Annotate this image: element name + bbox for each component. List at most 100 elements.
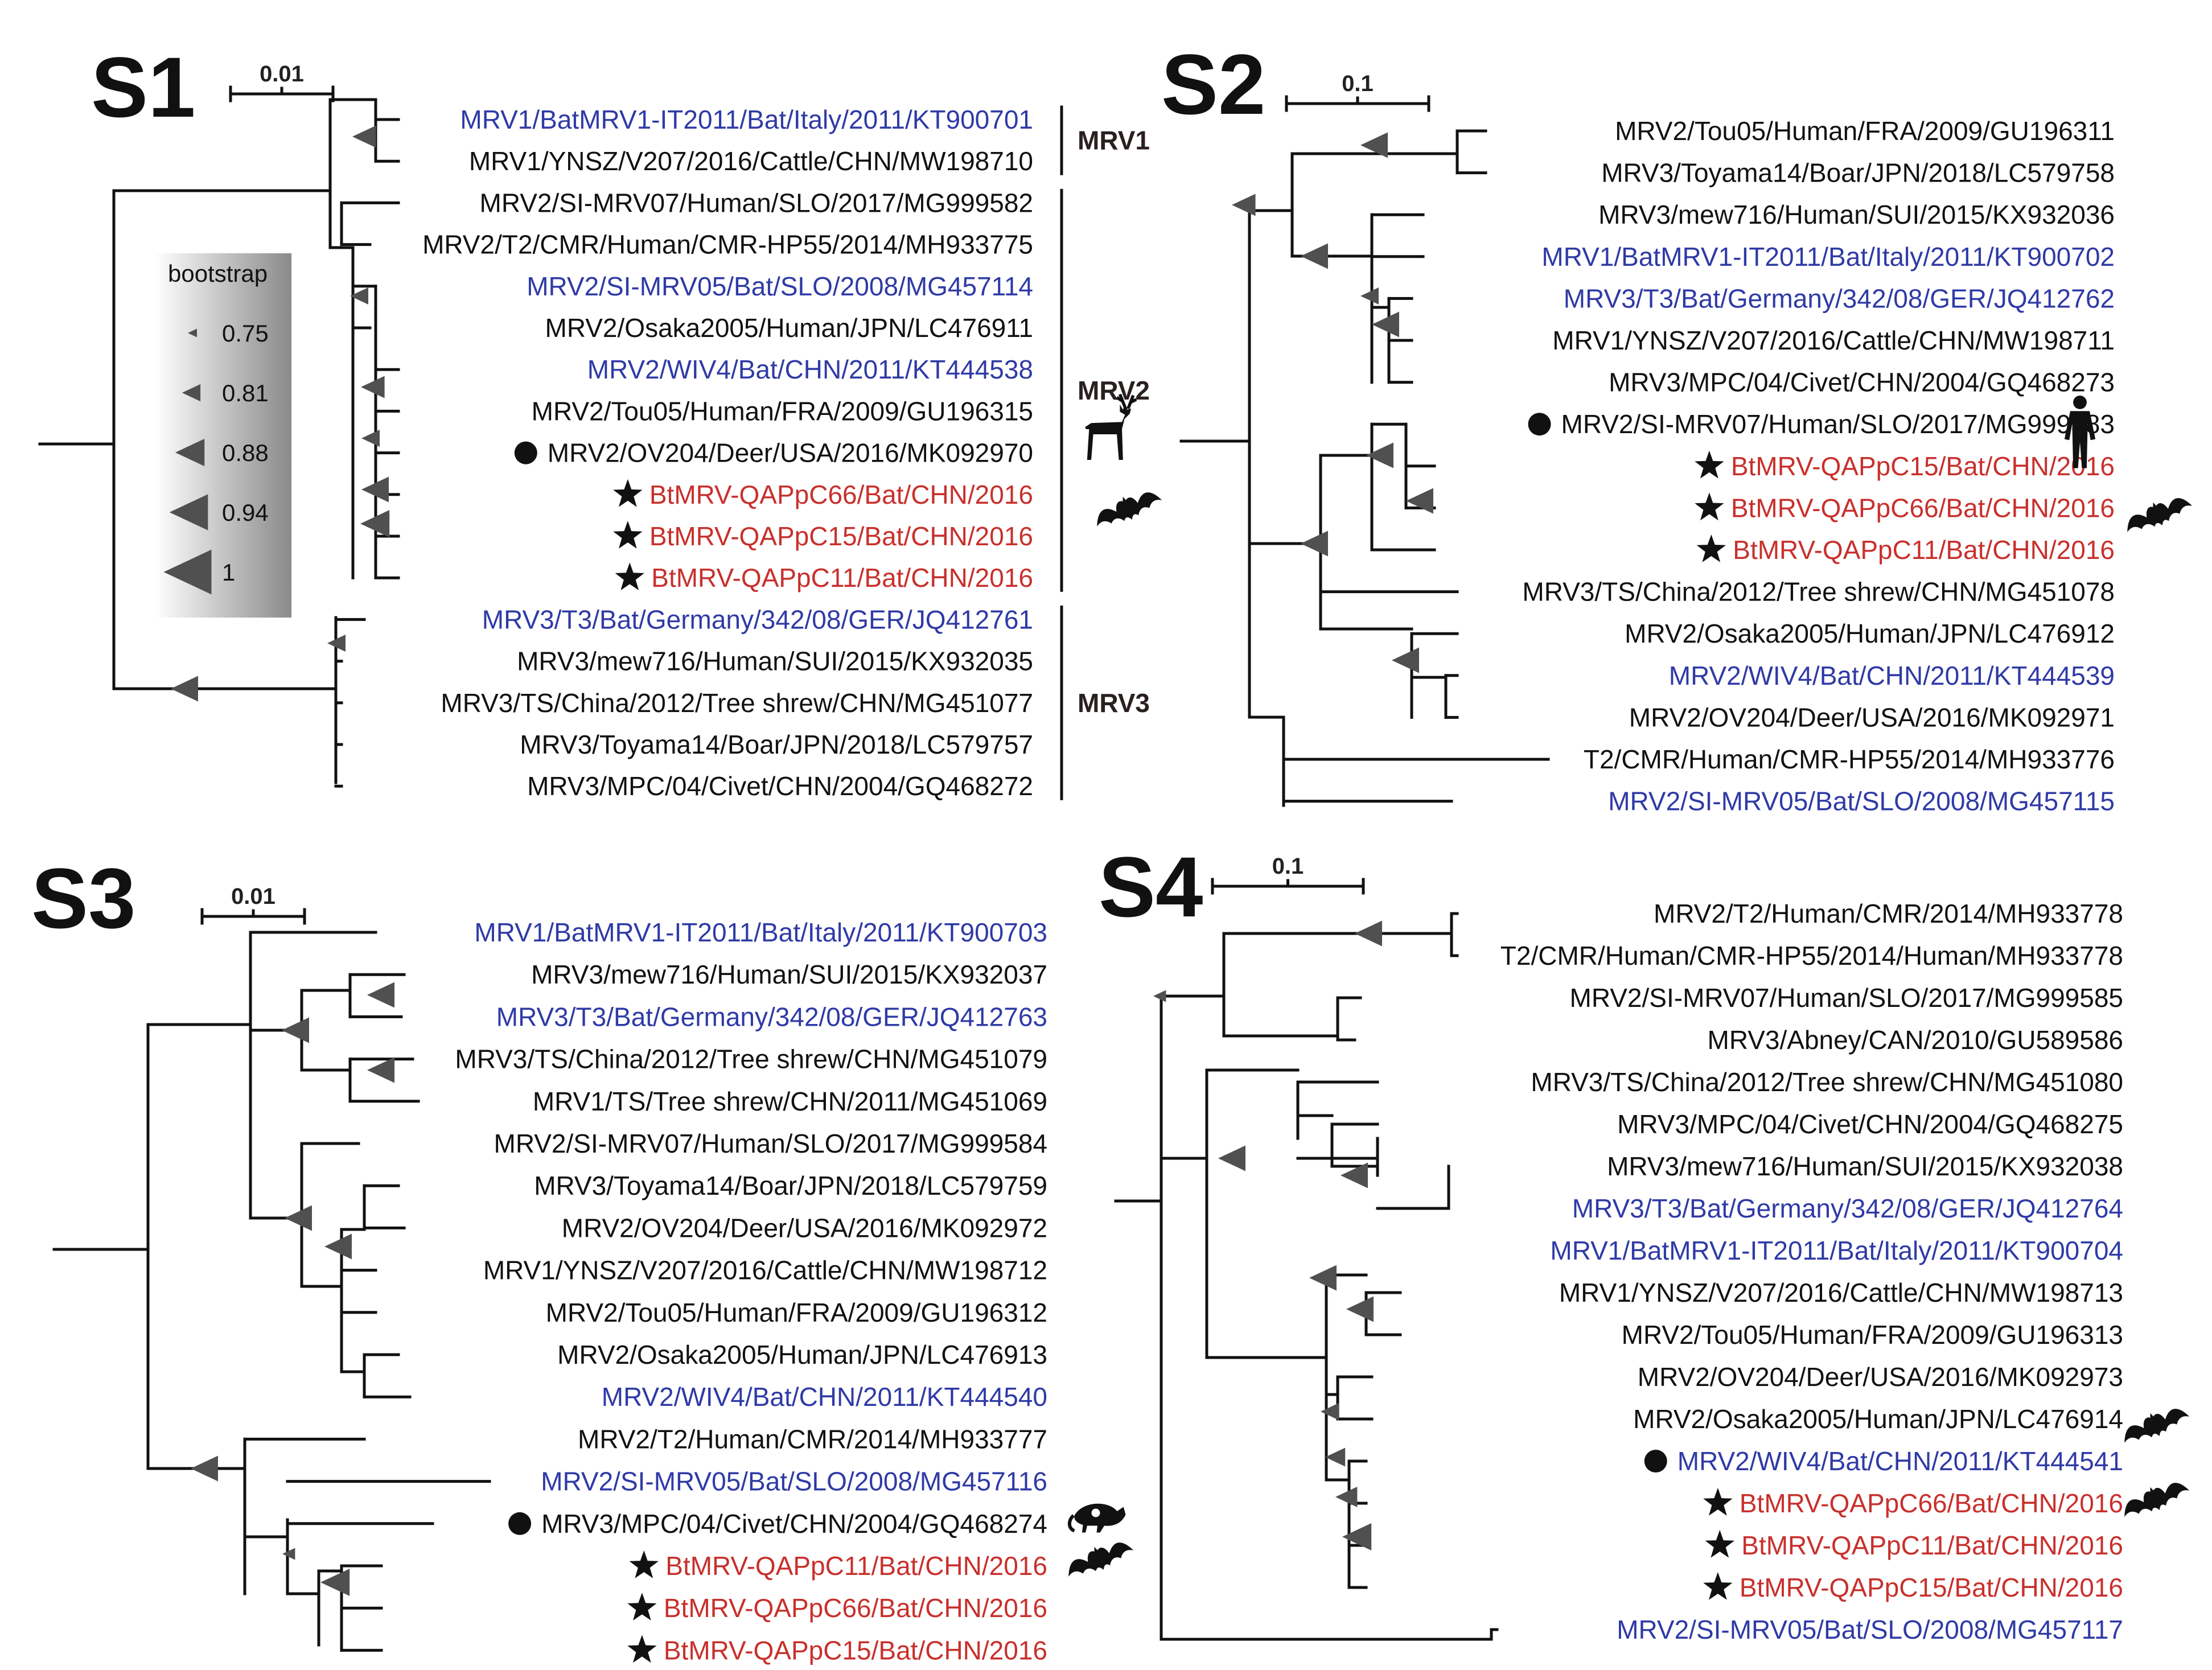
taxon-label: MRV2/T2/Human/CMR/2014/MH933778 [1654, 899, 2123, 928]
bootstrap-node-marker [1321, 1403, 1339, 1420]
bootstrap-node-marker [1360, 287, 1379, 305]
legend-entry-label: 1 [222, 559, 235, 586]
civet-tail [1067, 1514, 1075, 1533]
taxon-label: MRV2/OV204/Deer/USA/2016/MK092970 [548, 438, 1033, 468]
taxon-label: MRV3/MPC/04/Civet/CHN/2004/GQ468272 [527, 771, 1033, 801]
taxon-label: MRV3/TS/China/2012/Tree shrew/CHN/MG4510… [1531, 1067, 2123, 1097]
bootstrap-node-marker [1342, 1523, 1372, 1550]
bootstrap-node-marker [1218, 1145, 1245, 1171]
bootstrap-node-marker [1301, 243, 1328, 269]
taxon-label: MRV2/Osaka2005/Human/JPN/LC476911 [545, 313, 1033, 343]
panel-s3: S3 0.01MRV1/BatMRV1-IT2011/Bat/Italy/2011… [31, 850, 1134, 1665]
bootstrap-node-marker [361, 376, 385, 398]
human-head [2073, 396, 2087, 409]
taxon-label: MRV3/Toyama14/Boar/JPN/2018/LC579759 [534, 1171, 1047, 1200]
taxon-label: MRV2/Osaka2005/Human/JPN/LC476912 [1625, 619, 2115, 648]
taxon-label: MRV2/Osaka2005/Human/JPN/LC476913 [557, 1340, 1047, 1369]
taxon-label: MRV2/T2/CMR/Human/CMR-HP55/2014/MH933775 [422, 230, 1033, 260]
taxon-label: MRV2/SI-MRV07/Human/SLO/2017/MG999583 [1561, 409, 2115, 439]
panel-s2: S2 0.1MRV2/Tou05/Human/FRA/2009/GU196311M… [1161, 36, 2193, 816]
legend-entry-label: 0.75 [222, 320, 269, 347]
scale-bar-label: 0.1 [1342, 71, 1374, 96]
bootstrap-node-marker [175, 438, 205, 467]
deer-antlers [1116, 393, 1137, 410]
star-marker [615, 562, 644, 590]
taxon-label: MRV2/Tou05/Human/FRA/2009/GU196311 [1615, 116, 2115, 146]
clade-label: MRV3 [1078, 688, 1150, 718]
taxon-label: MRV1/YNSZ/V207/2016/Cattle/CHN/MW198713 [1559, 1278, 2123, 1307]
star-marker [1695, 492, 1724, 521]
taxon-label: MRV3/Abney/CAN/2010/GU589586 [1708, 1025, 2123, 1055]
bat-shape [2124, 1483, 2190, 1517]
bootstrap-node-marker [361, 476, 389, 503]
taxon-label: BtMRV-QAPpC15/Bat/CHN/2016 [1740, 1573, 2123, 1602]
bootstrap-node-marker [352, 125, 376, 148]
taxon-label: T2/CMR/Human/CMR-HP55/2014/MH933776 [1584, 744, 2115, 774]
taxon-label: MRV3/mew716/Human/SUI/2015/KX932036 [1598, 200, 2115, 229]
bootstrap-node-marker [191, 1455, 218, 1482]
taxon-label: MRV2/T2/Human/CMR/2014/MH933777 [578, 1424, 1047, 1454]
deer-icon [1085, 393, 1137, 460]
taxon-label: MRV3/mew716/Human/SUI/2015/KX932037 [531, 960, 1047, 989]
star-marker [1703, 1488, 1733, 1516]
taxon-label: MRV3/MPC/04/Civet/CHN/2004/GQ468273 [1609, 368, 2115, 397]
taxon-label: MRV1/YNSZ/V207/2016/Cattle/CHN/MW198712 [483, 1256, 1047, 1285]
taxon-label: MRV2/SI-MRV07/Human/SLO/2017/MG999584 [494, 1129, 1047, 1158]
bootstrap-legend: bootstrap 0.750.810.880.941 [155, 253, 291, 618]
bootstrap-node-marker [171, 676, 198, 702]
panel-title: S3 [31, 850, 135, 946]
taxon-label: MRV2/WIV4/Bat/CHN/2011/KT444538 [587, 355, 1033, 384]
bootstrap-node-marker [367, 982, 394, 1008]
bat-shape [1097, 492, 1162, 526]
taxon-label: BtMRV-QAPpC11/Bat/CHN/2016 [1733, 535, 2115, 565]
panel-title: S4 [1099, 839, 1203, 935]
bootstrap-node-marker [1372, 311, 1399, 338]
legend-entry-label: 0.81 [222, 380, 269, 406]
taxon-label: T2/CMR/Human/CMR-HP55/2014/Human/MH93377… [1500, 941, 2123, 970]
bootstrap-node-marker [1346, 1296, 1374, 1322]
bootstrap-node-marker [182, 384, 201, 402]
human-icon [2064, 396, 2096, 468]
star-marker [1695, 450, 1724, 479]
taxon-label: MRV1/YNSZ/V207/2016/Cattle/CHN/MW198710 [469, 146, 1033, 176]
bootstrap-node-marker [163, 549, 212, 595]
bootstrap-node-marker [1355, 920, 1382, 947]
taxon-label: MRV3/Toyama14/Boar/JPN/2018/LC579758 [1601, 158, 2115, 188]
scale-bar-label: 0.01 [260, 61, 304, 87]
bootstrap-node-marker [1341, 1162, 1368, 1188]
bat-icon [2127, 498, 2193, 532]
panel-title: S2 [1161, 36, 1265, 132]
bootstrap-node-marker [1392, 647, 1419, 673]
taxon-label: BtMRV-QAPpC11/Bat/CHN/2016 [651, 563, 1033, 593]
taxon-label: MRV2/WIV4/Bat/CHN/2011/KT444539 [1669, 661, 2115, 690]
scale-bar-label: 0.1 [1272, 854, 1304, 879]
bootstrap-node-marker [350, 287, 368, 305]
taxon-label: MRV3/TS/China/2012/Tree shrew/CHN/MG4510… [1522, 577, 2115, 607]
taxon-label: MRV1/YNSZ/V207/2016/Cattle/CHN/MW198711 [1552, 326, 2115, 355]
star-marker [627, 1593, 657, 1620]
taxon-label: MRV3/mew716/Human/SUI/2015/KX932035 [517, 647, 1033, 676]
taxon-label: MRV2/WIV4/Bat/CHN/2011/KT444540 [602, 1382, 1047, 1412]
taxon-label: MRV2/OV204/Deer/USA/2016/MK092972 [562, 1213, 1047, 1243]
bat-icon [2124, 1483, 2190, 1517]
bootstrap-node-marker [1301, 530, 1328, 557]
human-body [2064, 411, 2096, 468]
taxon-label: MRV1/BatMRV1-IT2011/Bat/Italy/2011/KT900… [474, 918, 1047, 947]
taxon-label: MRV3/T3/Bat/Germany/342/08/GER/JQ412762 [1564, 283, 2115, 313]
bootstrap-node-marker [327, 635, 346, 652]
civet-icon [1067, 1503, 1126, 1533]
bootstrap-node-marker [367, 1057, 394, 1083]
scale-bar-label: 0.01 [231, 884, 276, 909]
taxon-label: BtMRV-QAPpC15/Bat/CHN/2016 [649, 521, 1033, 551]
taxon-label: MRV3/MPC/04/Civet/CHN/2004/GQ468275 [1617, 1109, 2123, 1139]
taxon-label: MRV2/SI-MRV05/Bat/SLO/2008/MG457117 [1617, 1615, 2123, 1644]
bootstrap-node-marker [282, 1017, 309, 1043]
bootstrap-node-marker [1232, 194, 1256, 216]
taxon-label: MRV2/OV204/Deer/USA/2016/MK092973 [1638, 1362, 2123, 1392]
taxon-label: MRV2/Osaka2005/Human/JPN/LC476914 [1633, 1404, 2123, 1434]
bootstrap-node-marker [320, 1569, 350, 1596]
taxon-label: MRV3/TS/China/2012/Tree shrew/CHN/MG4510… [441, 688, 1033, 718]
dot-marker [1644, 1450, 1667, 1472]
